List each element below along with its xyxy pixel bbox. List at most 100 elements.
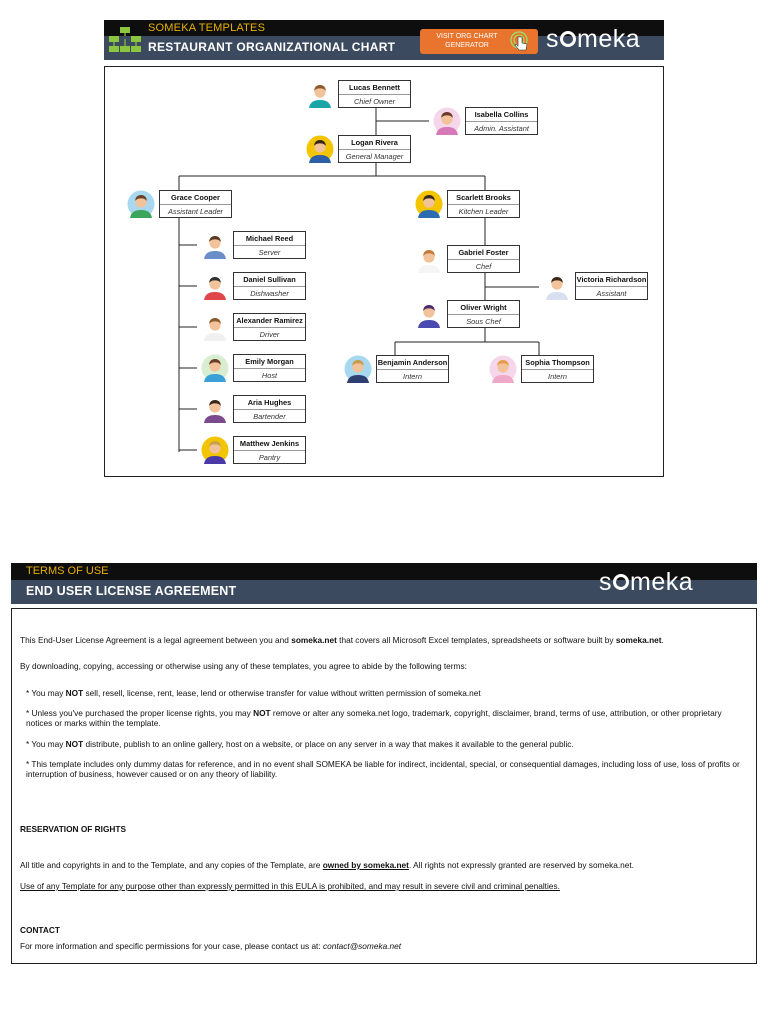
terms-header-bottom-bar bbox=[11, 580, 757, 604]
terms-header-top-bar bbox=[11, 563, 757, 580]
person-avatar-icon bbox=[201, 395, 229, 423]
avatar bbox=[197, 395, 233, 423]
person-avatar-icon bbox=[433, 107, 461, 135]
person-name: Sophia Thompson bbox=[522, 356, 593, 370]
avatar bbox=[302, 80, 338, 108]
person-avatar-icon bbox=[201, 272, 229, 300]
person-name: Alexander Ramirez bbox=[234, 314, 305, 328]
person-name: Isabella Collins bbox=[466, 108, 537, 122]
person-name: Victoria Richardson bbox=[576, 273, 647, 287]
person-avatar-icon bbox=[127, 190, 155, 218]
t: NOT bbox=[65, 739, 84, 749]
person-role: Sous Chef bbox=[466, 317, 501, 326]
avatar bbox=[197, 272, 233, 300]
avatar bbox=[429, 107, 465, 135]
t: * Unless you've purchased the proper lic… bbox=[26, 708, 254, 718]
brand-small-title: SOMEKA TEMPLATES bbox=[148, 22, 266, 34]
visit-line-2: GENERATOR bbox=[445, 42, 489, 49]
terms-title: END USER LICENSE AGREEMENT bbox=[26, 584, 237, 598]
person-avatar-icon bbox=[306, 80, 334, 108]
person-avatar-icon bbox=[344, 355, 372, 383]
eula-bullet-2: * Unless you've purchased the proper lic… bbox=[26, 708, 750, 728]
page-title: RESTAURANT ORGANIZATIONAL CHART bbox=[148, 40, 396, 54]
person-name: Emily Morgan bbox=[234, 355, 305, 369]
avatar bbox=[197, 436, 233, 464]
avatar bbox=[302, 135, 338, 163]
t: remove or alter any someka.net logo, tra… bbox=[26, 708, 722, 728]
person-role: Assistant Leader bbox=[167, 207, 224, 216]
person-role: General Manager bbox=[345, 152, 404, 161]
person-name: Logan Rivera bbox=[339, 136, 410, 150]
t: For more information and specific permis… bbox=[20, 941, 323, 951]
contact-email[interactable]: contact@someka.net bbox=[322, 941, 402, 951]
logo-part-b: meka bbox=[577, 25, 641, 53]
avatar bbox=[197, 231, 233, 259]
t: owned by someka.net bbox=[322, 860, 409, 870]
terms-header: TERMS OF USE END USER LICENSE AGREEMENT … bbox=[11, 563, 757, 604]
eula-intro: This End-User License Agreement is a leg… bbox=[20, 635, 752, 645]
eula-bullet-3: * You may NOT distribute, publish to an … bbox=[26, 739, 750, 749]
t: someka.net bbox=[291, 635, 337, 645]
avatar bbox=[539, 272, 575, 300]
avatar bbox=[485, 355, 521, 383]
pointer-hand-icon bbox=[510, 31, 528, 51]
t: NOT bbox=[253, 708, 271, 718]
person-name: Lucas Bennett bbox=[339, 81, 410, 95]
org-chart-icon bbox=[109, 27, 141, 52]
person-avatar-icon bbox=[415, 300, 443, 328]
avatar bbox=[197, 313, 233, 341]
person-role: Dishwasher bbox=[250, 289, 289, 298]
t: . bbox=[661, 635, 664, 645]
terms-small-title: TERMS OF USE bbox=[26, 565, 109, 577]
reservation-warning: Use of any Template for any purpose othe… bbox=[20, 881, 752, 891]
t: that covers all Microsoft Excel template… bbox=[336, 635, 616, 645]
t: sell, resell, license, rent, lease, lend… bbox=[83, 688, 481, 698]
reservation-text: All title and copyrights in and to the T… bbox=[20, 860, 752, 870]
t: . All rights not expressly granted are r… bbox=[408, 860, 634, 870]
contact-text: For more information and specific permis… bbox=[20, 941, 752, 951]
person-avatar-icon bbox=[306, 135, 334, 163]
person-name: Grace Cooper bbox=[160, 191, 231, 205]
reservation-title: RESERVATION OF RIGHTS bbox=[20, 824, 127, 834]
person-name: Oliver Wright bbox=[448, 301, 519, 315]
avatar bbox=[411, 300, 447, 328]
person-name: Matthew Jenkins bbox=[234, 437, 305, 451]
person-role: Driver bbox=[259, 330, 280, 339]
person-avatar-icon bbox=[201, 231, 229, 259]
eula-text-box: This End-User License Agreement is a leg… bbox=[11, 608, 757, 964]
avatar bbox=[197, 354, 233, 382]
contact-title: CONTACT bbox=[20, 925, 60, 935]
person-name: Gabriel Foster bbox=[448, 246, 519, 260]
person-role: Bartender bbox=[253, 412, 286, 421]
eula-bullet-4: * This template includes only dummy data… bbox=[26, 759, 740, 779]
person-role: Intern bbox=[403, 372, 422, 381]
person-avatar-icon bbox=[201, 313, 229, 341]
person-role: Chef bbox=[475, 262, 492, 271]
t: * You may bbox=[26, 739, 66, 749]
person-name: Daniel Sullivan bbox=[234, 273, 305, 287]
person-avatar-icon bbox=[543, 272, 571, 300]
eula-agree: By downloading, copying, accessing or ot… bbox=[20, 661, 467, 671]
person-role: Intern bbox=[548, 372, 567, 381]
chart-header: SOMEKA TEMPLATES RESTAURANT ORGANIZATION… bbox=[104, 20, 664, 60]
person-role: Admin. Assistant bbox=[474, 124, 529, 133]
t: All title and copyrights in and to the T… bbox=[20, 860, 323, 870]
t: distribute, publish to an online gallery… bbox=[83, 739, 574, 749]
